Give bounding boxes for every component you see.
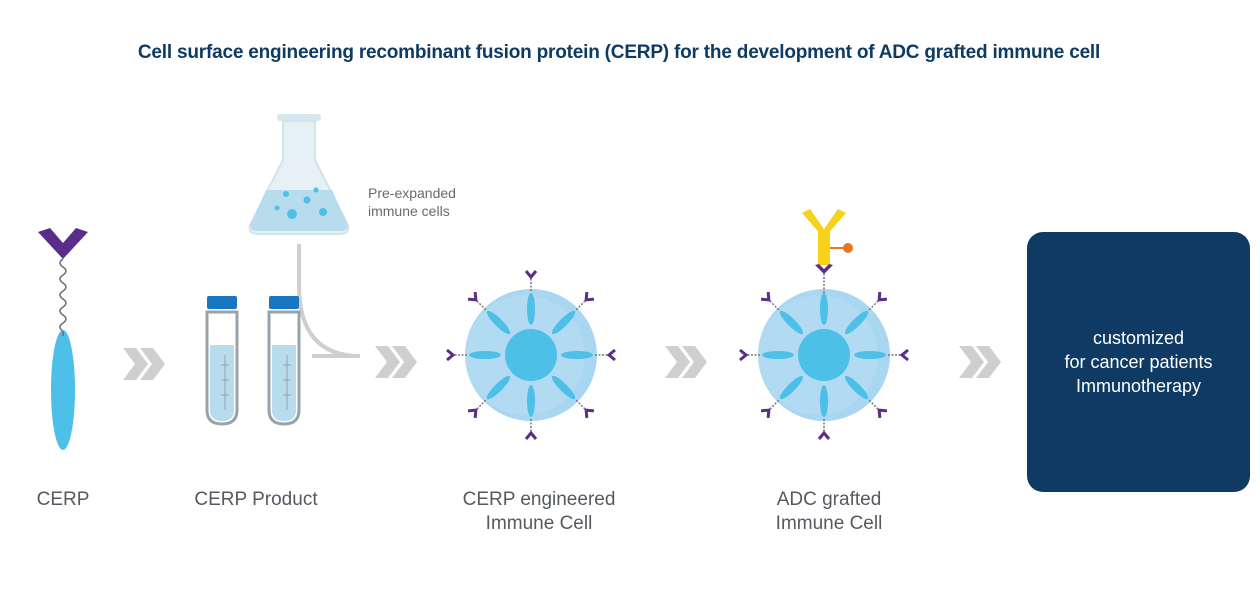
arrow-icon-3	[665, 346, 707, 378]
label-cerp-engineered-cell: CERP engineered Immune Cell	[462, 489, 616, 534]
arrow-icon-4	[959, 346, 1001, 378]
test-tube-icon-right	[267, 296, 301, 426]
label-cerp-product: CERP Product	[194, 489, 318, 510]
label-cerp: CERP	[36, 489, 90, 510]
test-tube-icon-left	[205, 296, 239, 426]
flask-label: Pre-expanded immune cells	[368, 185, 456, 219]
adc-grafted-cell-icon	[739, 269, 909, 440]
arrow-icon-2	[375, 346, 417, 378]
label-adc-grafted-cell: ADC grafted Immune Cell	[775, 489, 883, 534]
flask-icon	[248, 114, 350, 235]
flow-line	[297, 244, 361, 358]
result-line-1: customized	[1092, 328, 1185, 348]
cerp-molecule-icon	[38, 228, 88, 450]
result-box: customized for cancer patients Immunothe…	[1027, 232, 1250, 492]
arrow-icon-1	[123, 348, 165, 380]
cerp-engineered-cell-icon	[446, 270, 616, 440]
diagram-title: Cell surface engineering recombinant fus…	[137, 42, 1101, 63]
result-line-2: for cancer patients	[1064, 352, 1213, 372]
result-line-3: Immunotherapy	[1075, 376, 1202, 396]
antibody-drug-conjugate-icon	[802, 209, 853, 274]
